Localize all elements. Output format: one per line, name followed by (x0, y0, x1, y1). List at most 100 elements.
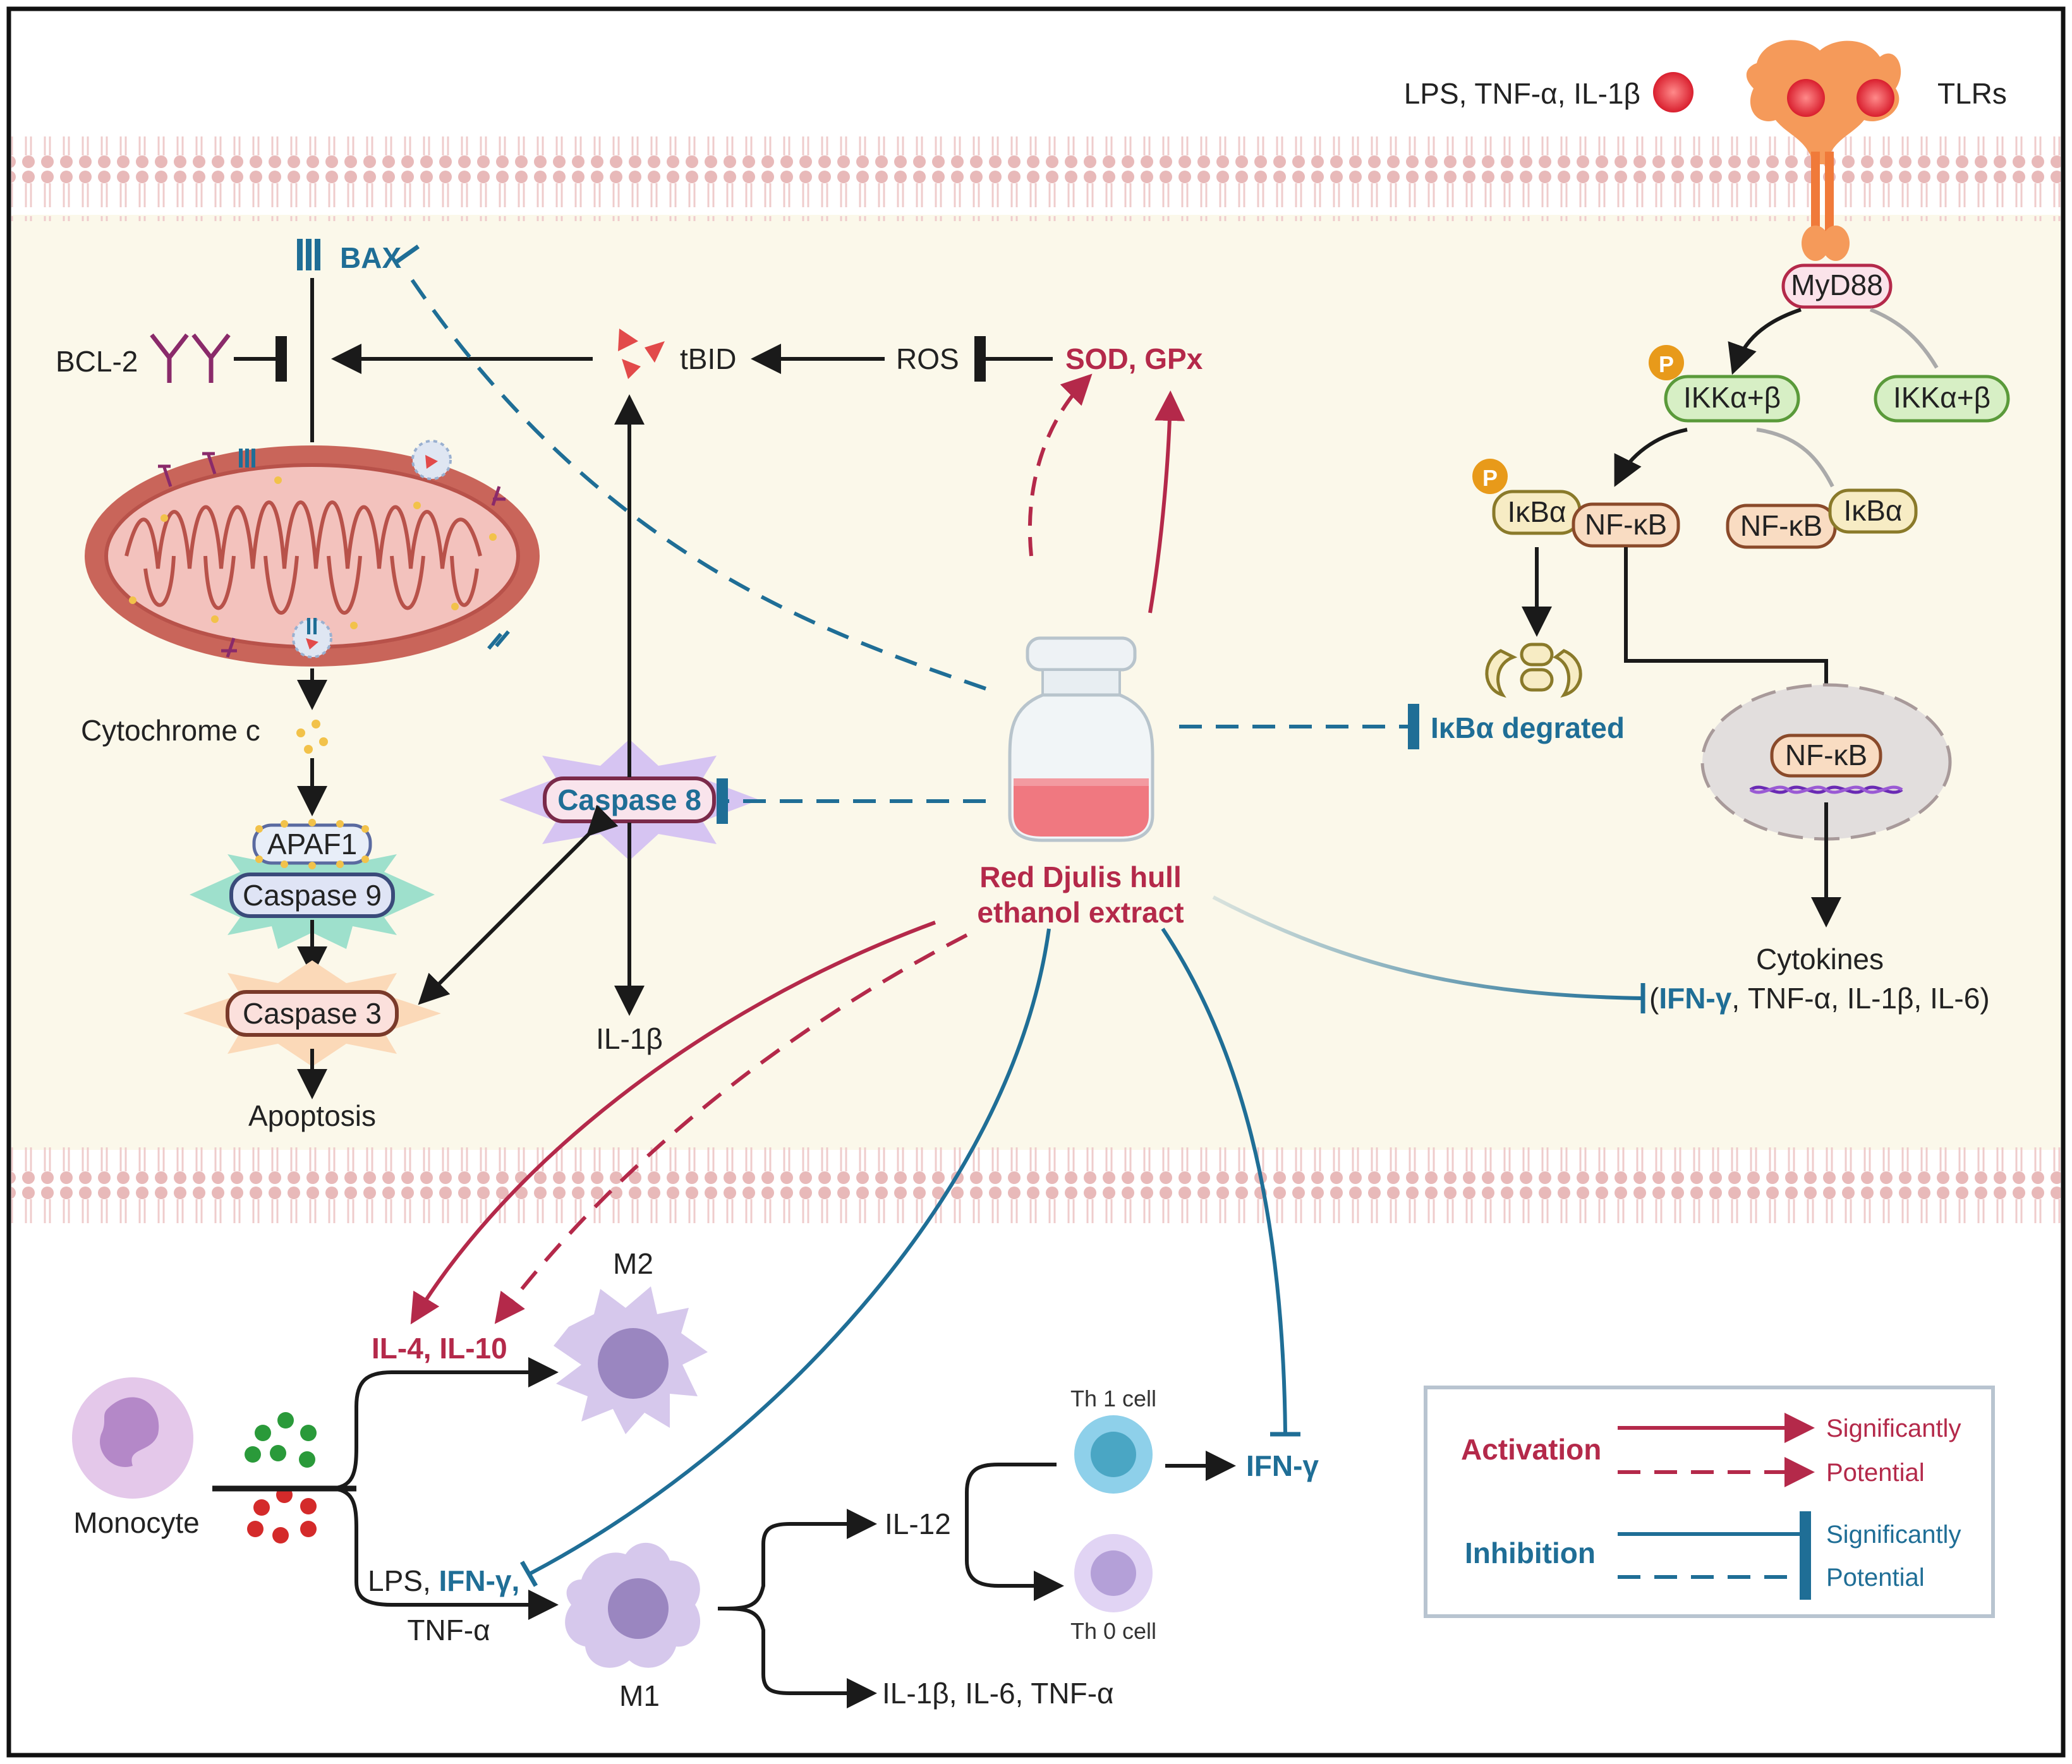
apaf1-label: APAF1 (267, 828, 357, 861)
bcl2-antibody-icon (150, 333, 231, 383)
il12-to-th0-arrow (965, 1524, 1064, 1601)
cytokines-label: Cytokines (1756, 943, 1884, 976)
extract-inhibits-th1-ifn-line (1161, 927, 1287, 1434)
nfkb-box-a (1572, 502, 1680, 548)
monocyte-label: Monocyte (73, 1506, 199, 1539)
tbid-fragments-icon (618, 329, 665, 379)
il4-il10-label: IL-4, IL-10 (372, 1332, 507, 1365)
monocyte-to-m2-arrow (328, 1357, 559, 1490)
m1-to-cytokines-arrow (717, 1607, 877, 1708)
th0-label: Th 0 cell (1070, 1618, 1156, 1644)
tlrs-label: TLRs (1937, 77, 2007, 110)
ikk-to-ikba-faded-line (1756, 428, 1834, 488)
ikba-phospho-label: IκBα (1507, 495, 1566, 528)
bax-inhibition-bar (395, 245, 420, 263)
nfkb-label-a: NF-κB (1585, 508, 1667, 541)
casp8-casp3-arrow (418, 804, 619, 1005)
extract-inhibits-cytokines-line (1212, 895, 1644, 1000)
m2-label: M2 (613, 1247, 653, 1280)
legend: Activation Significantly Potential Inhib… (1424, 1386, 1995, 1618)
caspase9-label: Caspase 9 (243, 879, 382, 912)
legend-activation-label: Activation (1461, 1433, 1601, 1466)
bcl2-label: BCL-2 (56, 345, 138, 378)
lps-ifn-label: LPS, IFN-γ, (368, 1564, 519, 1597)
myd88-to-ikk-faded-line (1869, 308, 1939, 369)
legend-activation-significant-label: Significantly (1826, 1415, 1961, 1442)
cytokines-list-label: (IFN-γ, TNF-α, IL-1β, IL-6) (1649, 982, 1990, 1015)
cytokines-ifn-label: IFN-γ (1659, 982, 1731, 1015)
th1-ifn-label: IFN-γ (1246, 1449, 1319, 1482)
cell-membrane-top (11, 136, 2061, 221)
m1-ifn-inhibition-bar (519, 1561, 538, 1587)
myd88-label: MyD88 (1791, 269, 1883, 301)
phospho-label: P (1659, 351, 1674, 377)
ikk-to-ikba-arrow (1614, 428, 1688, 487)
il12-label: IL-12 (885, 1507, 951, 1540)
m2-macrophage-icon (554, 1286, 708, 1434)
legend-inhibition-significant-label: Significantly (1826, 1521, 1961, 1549)
extract-label-line2: ethanol extract (977, 896, 1184, 929)
nfkb-label-b: NF-κB (1740, 509, 1822, 542)
lps-ifn-gamma: IFN-γ (439, 1564, 512, 1597)
extract-potential-activates-sod-arrow (1027, 373, 1093, 557)
ros-label: ROS (896, 342, 959, 375)
cytokines-paren: ( (1649, 982, 1659, 1015)
il1b-label: IL-1β (596, 1022, 663, 1055)
il12-to-th1-line (965, 1463, 1057, 1524)
mitochondrion-icon (85, 440, 540, 667)
extract-potential-inhibits-bax-line (409, 277, 986, 691)
lps-comma: , (512, 1564, 520, 1597)
tlr-receptor-icon (1746, 40, 1901, 261)
legend-inhibition-potential-label: Potential (1826, 1564, 1925, 1592)
apaf1-dots-icon (255, 819, 369, 869)
nfkb-nucleus-box (1770, 734, 1882, 778)
lps-tnf-il1b-label: LPS, TNF-α, IL-1β (1404, 77, 1640, 110)
ikk-label: IKKα+β (1893, 381, 1990, 414)
tbid-label: tBID (680, 342, 736, 375)
extract-label-line1: Red Djulis hull (979, 861, 1181, 893)
extract-activates-il4-arrow (410, 921, 936, 1325)
apoptosis-label: Apoptosis (248, 1099, 376, 1132)
m1-macrophage-icon (565, 1542, 701, 1668)
extract-vial-icon (1008, 636, 1154, 842)
caspase3-box (226, 990, 399, 1037)
legend-activation-potential-label: Potential (1826, 1459, 1925, 1487)
tnfa-label: TNF-α (407, 1614, 490, 1646)
nfkb-nucleus-label: NF-κB (1785, 739, 1867, 771)
ikk-phospho-box (1664, 375, 1800, 423)
bax-icon (297, 239, 320, 270)
extract-inhibits-m1-ifn-line (530, 928, 1051, 1575)
cytokines-rest-label: , TNF-α, IL-1β, IL-6) (1731, 982, 1989, 1015)
caspase8-label: Caspase 8 (557, 783, 701, 816)
ikk-box (1874, 375, 2010, 423)
phospho-badge-icon (1472, 459, 1508, 494)
myd88-box (1781, 263, 1893, 309)
monocyte-cell-icon (72, 1377, 193, 1499)
degraded-ikba-fragments-icon (1485, 643, 1582, 698)
cell-membrane-bottom (11, 1144, 2061, 1228)
phospho-badge-icon (1649, 345, 1684, 380)
th1-label: Th 1 cell (1070, 1386, 1156, 1411)
ikba-label-b: IκBα (1843, 494, 1902, 527)
dna-helix-icon (1749, 785, 1903, 794)
lps-prefix: LPS, (368, 1564, 439, 1597)
ligand-dot-icon (1653, 72, 1693, 112)
extract-potential-activates-il10-arrow (494, 933, 968, 1324)
cytochrome-c-dots-icon (296, 720, 328, 754)
cytochrome-c-label: Cytochrome c (81, 714, 260, 747)
myd88-to-ikk-arrow (1728, 308, 1802, 375)
extract-activates-gpx-arrow (1148, 390, 1185, 613)
ikba-degraded-label: IκBα degrated (1431, 711, 1625, 744)
th0-cell-icon (1074, 1534, 1153, 1612)
caspase3-label: Caspase 3 (243, 997, 382, 1030)
bax-label: BAX (340, 241, 401, 274)
legend-inhibition-label: Inhibition (1465, 1537, 1596, 1569)
phospho-label: P (1482, 465, 1498, 491)
ikk-phospho-label: IKKα+β (1683, 381, 1781, 414)
monocyte-to-m1-arrow (328, 1487, 559, 1620)
ikba-box-b (1828, 488, 1918, 534)
th1-cell-icon (1074, 1415, 1153, 1494)
sod-gpx-label: SOD, GPx (1065, 342, 1203, 375)
red-cytokine-dots-icon (247, 1487, 317, 1544)
m1-cytokines-label: IL-1β, IL-6, TNF-α (882, 1677, 1114, 1710)
